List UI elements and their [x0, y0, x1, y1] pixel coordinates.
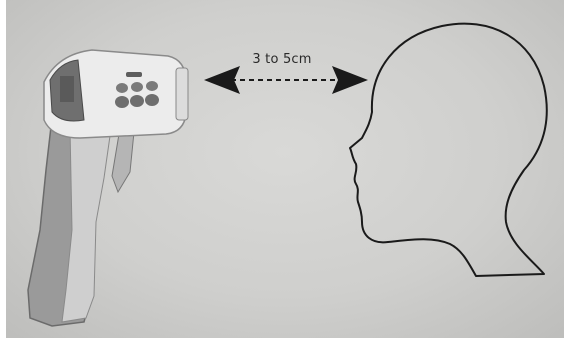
thermometer-button-1 — [115, 96, 129, 108]
thermometer-indicator — [126, 72, 142, 77]
thermometer-button-4 — [116, 83, 128, 93]
distance-label: 3 to 5cm — [252, 52, 312, 67]
thermometer-trigger — [111, 127, 135, 194]
thermometer-button-3 — [145, 94, 159, 106]
thermometer-sensor-tip — [175, 67, 189, 121]
arrow-left-head-icon — [204, 66, 240, 94]
arrow-right-head-icon — [332, 66, 368, 94]
thermometer-button-6 — [146, 81, 158, 91]
distance-arrow — [204, 66, 368, 94]
display-screen — [60, 76, 74, 102]
thermometer-button-5 — [131, 82, 143, 92]
infrared-thermometer-icon — [27, 49, 189, 327]
human-head-profile-icon — [349, 22, 548, 277]
thermometer-grip-front — [61, 121, 113, 323]
thermometer-button-2 — [130, 95, 144, 107]
